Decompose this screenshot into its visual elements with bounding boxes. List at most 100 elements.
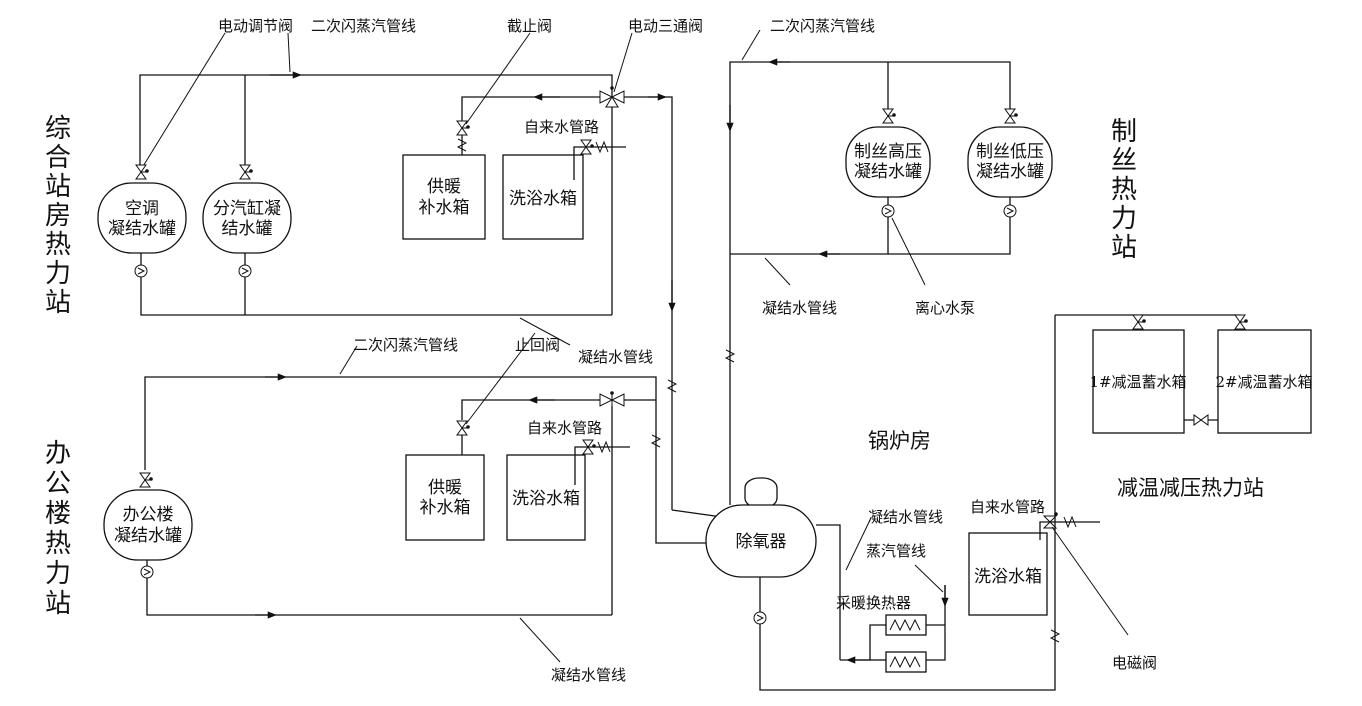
pump-icon — [238, 264, 252, 278]
label-condensate-3: 凝结水管线 — [868, 508, 943, 526]
tank-low-label-1: 制丝低压 — [976, 142, 1044, 162]
label-motorized-three-way: 电动三通阀 — [628, 17, 703, 35]
tap-water-line-2 — [574, 446, 630, 485]
three-way-valve-icon — [599, 86, 625, 108]
break-icon — [1049, 629, 1061, 643]
leader-line — [141, 32, 226, 169]
centrifugal-pump-icon — [881, 204, 895, 218]
boiler-condensate-return — [759, 315, 1056, 691]
centrifugal-pump-icon — [1003, 204, 1017, 218]
break-icon — [650, 434, 662, 448]
leader-line — [1051, 526, 1129, 636]
bath-tank-2 — [506, 454, 586, 541]
tank-header-label-2: 结水罐 — [222, 219, 273, 239]
label-motorized-regulating-valve: 电动调节阀 — [218, 17, 293, 35]
make-up-water-line-2 — [461, 399, 608, 420]
coil-icon — [889, 655, 921, 669]
tank-office-condensate — [103, 489, 193, 561]
label-flash-steam-2: 二次闪蒸汽管线 — [770, 17, 875, 35]
leader-line — [465, 332, 536, 425]
valve-icon — [1234, 314, 1249, 330]
label-heating-exchanger: 采暖换热器 — [836, 594, 911, 612]
leader-line — [339, 345, 358, 375]
leader-line — [845, 519, 871, 571]
check-valve-icon — [456, 420, 471, 436]
heating-tank-2-label-1: 供暖 — [428, 478, 462, 498]
deaerator-to-heater — [816, 524, 841, 660]
label-condensate-1: 凝结水管线 — [578, 348, 653, 366]
leader-line — [519, 617, 561, 663]
flash-steam-line-2 — [729, 61, 1011, 110]
heating-tank-1-label-1: 供暖 — [427, 177, 461, 197]
storage-tank-2 — [1217, 329, 1312, 434]
station-title-bangong: 办公楼热力站 — [45, 439, 71, 619]
condensate-line-2 — [730, 217, 889, 255]
motorized-regulating-valve-icon — [135, 164, 150, 180]
station-title-zonghe-text: 综合站房热力站 — [45, 114, 71, 318]
heating-makeup-tank-1 — [402, 154, 486, 240]
label-centrifugal-pump: 离心水泵 — [915, 299, 975, 317]
station-title-jianwen: 减温减压热力站 — [1117, 476, 1264, 500]
spring-check-icon — [597, 440, 611, 454]
leader-line — [465, 32, 531, 125]
break-icon — [666, 379, 678, 393]
heating-tank-1-label-2: 补水箱 — [419, 198, 470, 218]
valve-icon — [139, 472, 154, 488]
deaerator-label: 除氧器 — [736, 532, 787, 552]
deaerator-dome — [744, 477, 778, 509]
storage-tank-1 — [1092, 329, 1185, 434]
top-supply-line — [1055, 314, 1241, 330]
station-guolu — [650, 315, 1061, 691]
stop-valve-icon — [456, 120, 471, 136]
label-condensate-2: 凝结水管线 — [762, 299, 837, 317]
coil-icon — [889, 618, 921, 632]
tap-water-line-1 — [573, 146, 626, 180]
station-jianwen — [968, 314, 1312, 636]
heating-tank-2-label-2: 补水箱 — [420, 498, 471, 518]
label-stop-valve: 截止阀 — [507, 17, 552, 35]
three-way-to-deaerator — [624, 96, 673, 510]
tank-ac-condensate — [97, 182, 187, 254]
leader-line — [914, 564, 944, 593]
label-tap-water-1: 自来水管路 — [524, 118, 599, 136]
tap-water-line-3 — [1039, 521, 1100, 540]
bath-tank-1-label: 洗浴水箱 — [509, 189, 577, 209]
valve-icon — [1193, 414, 1209, 426]
station-title-zhisi-text: 制丝热力站 — [1111, 117, 1137, 263]
tank-header-label-1: 分汽缸凝 — [213, 198, 281, 219]
condensate-line-3 — [146, 578, 612, 616]
spring-check-icon — [1063, 515, 1077, 529]
bath-tank-3-label: 洗浴水箱 — [974, 567, 1042, 587]
bath-tank-1 — [502, 154, 584, 240]
three-way-valve-icon — [599, 391, 625, 407]
label-tap-water-3: 自来水管路 — [970, 498, 1045, 516]
leader-line — [891, 217, 926, 286]
bath-tank-3 — [968, 532, 1048, 616]
tank-high-label-2: 凝结水罐 — [854, 162, 922, 182]
label-condensate-4: 凝结水管线 — [551, 666, 626, 684]
station-title-bangong-text: 办公楼热力站 — [45, 439, 71, 619]
pump-icon — [140, 565, 154, 579]
station-title-guolu: 锅炉房 — [868, 429, 931, 453]
break-icon — [724, 349, 736, 363]
heat-exchanger-1 — [885, 614, 927, 636]
station-zonghe — [97, 32, 676, 510]
label-flash-steam-3: 二次闪蒸汽管线 — [353, 336, 458, 354]
station-title-zhisi: 制丝热力站 — [1111, 117, 1137, 263]
valve-icon — [239, 164, 254, 180]
valve-icon — [1132, 314, 1147, 330]
spring-check-icon — [595, 140, 609, 154]
flash-steam-line-3 — [144, 376, 722, 544]
storage-tank-1-label: 1#减温蓄水箱 — [1089, 373, 1186, 391]
leader-line — [764, 257, 791, 286]
tank-office-label-1: 办公楼 — [123, 505, 174, 525]
label-solenoid-valve: 电磁阀 — [1112, 654, 1157, 672]
deaerator — [705, 504, 817, 578]
tank-low-label-2: 凝结水罐 — [976, 162, 1044, 182]
heating-makeup-tank-2 — [405, 454, 485, 541]
bath-tank-2-label: 洗浴水箱 — [512, 489, 580, 509]
condensate-line-1 — [140, 277, 612, 316]
tank-ac-label-2: 凝结水罐 — [108, 219, 176, 239]
flash-steam-line-1 — [139, 74, 613, 165]
